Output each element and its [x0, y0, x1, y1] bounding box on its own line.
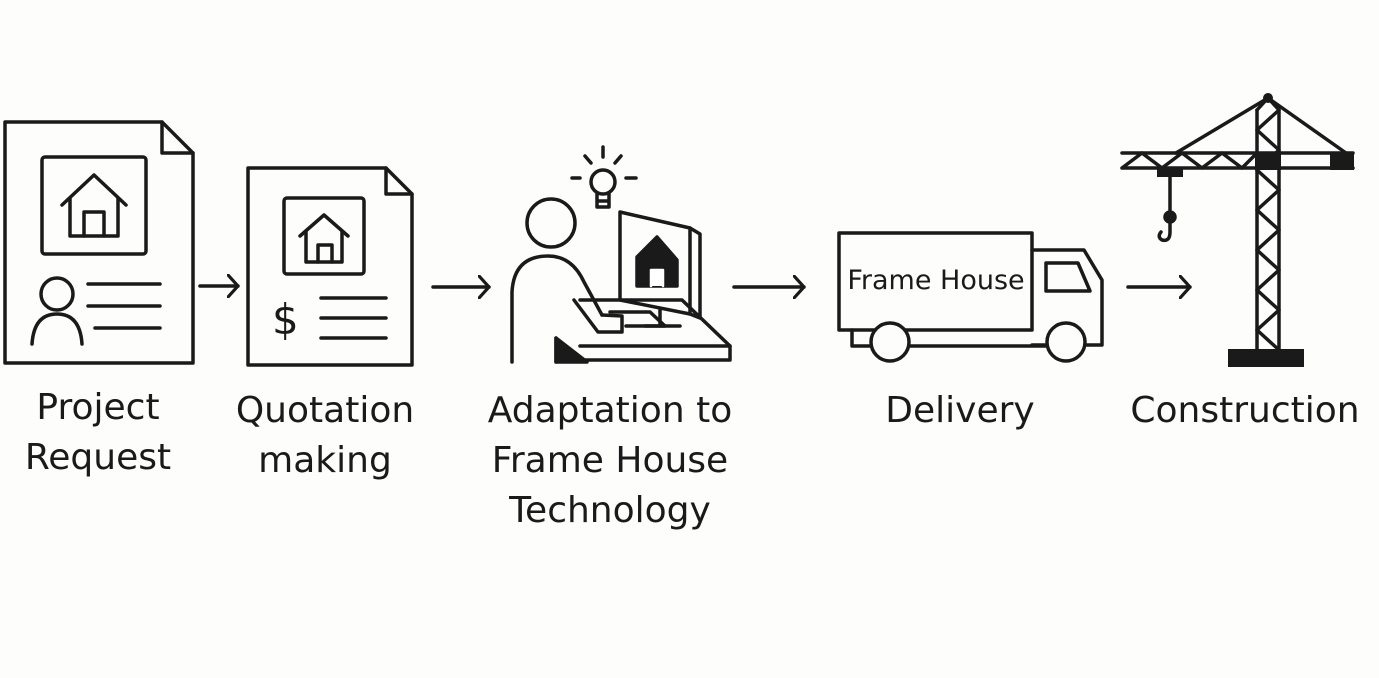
- step-label-construction: Construction: [1130, 390, 1360, 431]
- designer-computer-icon: [510, 145, 732, 364]
- tower-crane-icon: [1120, 96, 1355, 352]
- lightbulb-icon: [570, 145, 638, 209]
- dollar-sign: $: [272, 295, 299, 344]
- step-label-adaptation: Adaptation to Frame House Technology: [487, 390, 733, 531]
- step-label-delivery: Delivery: [885, 390, 1035, 431]
- step-label-project-request: Project Request: [24, 387, 172, 478]
- document-house-dollar-icon: [246, 166, 414, 367]
- truck-text: Frame House: [847, 265, 1024, 296]
- step-label-quotation-making: Quotation making: [235, 390, 415, 481]
- document-house-person-icon: [3, 120, 195, 365]
- delivery-truck-icon: [837, 231, 1104, 363]
- crane-solid-parts: [1157, 93, 1354, 367]
